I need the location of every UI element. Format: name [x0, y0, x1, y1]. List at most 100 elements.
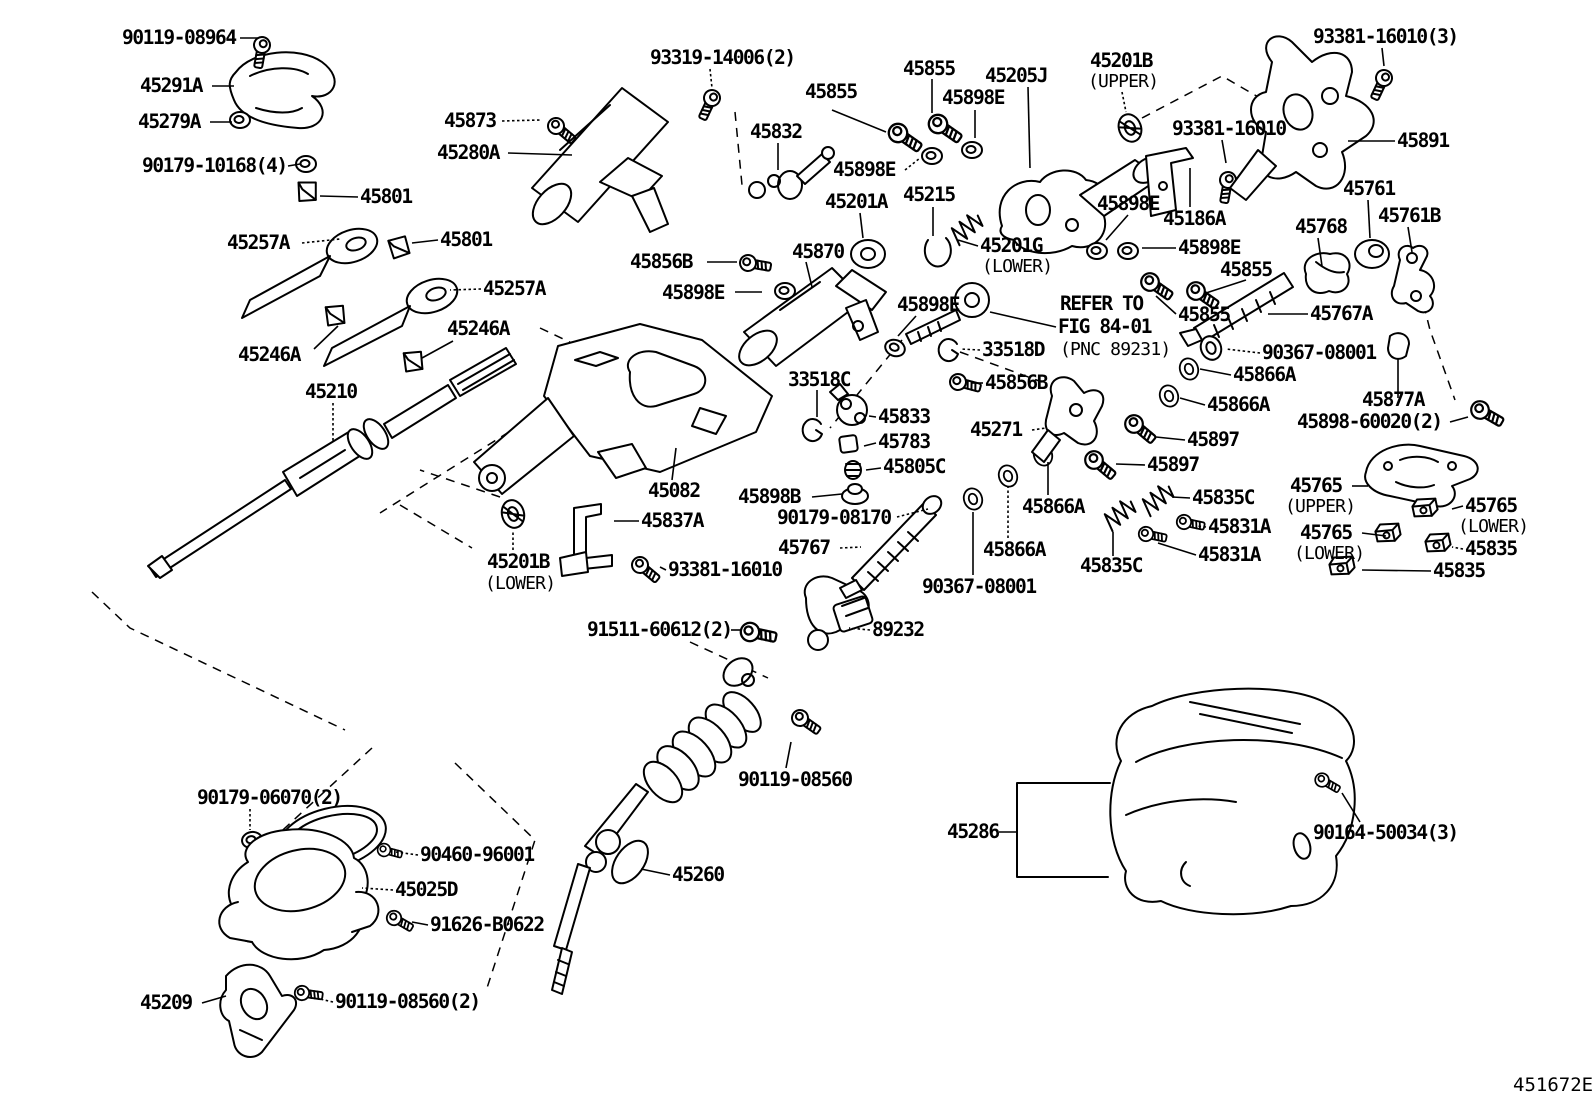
part-label-sub-UPPER: (UPPER) — [1088, 71, 1158, 92]
leader-line — [709, 68, 713, 89]
leader-line — [1157, 542, 1197, 556]
leader-line — [848, 627, 871, 631]
part-label-45246A: 45246A — [447, 317, 511, 340]
sketch-45898E-nut-f — [881, 336, 909, 360]
drawing-number-451672E: 451672E — [1513, 1074, 1592, 1096]
leader-line — [449, 288, 482, 291]
leader-line — [1317, 237, 1323, 267]
part-label-45898B: 45898B — [738, 485, 802, 508]
part-label-45279A: 45279A — [138, 110, 202, 133]
part-label-45898E: 45898E — [1178, 236, 1241, 259]
part-label-sub-LOWER: (LOWER) — [485, 573, 555, 594]
part-label-45873: 45873 — [444, 109, 496, 132]
leader-line — [959, 348, 981, 351]
leader-line — [1115, 463, 1146, 466]
part-label-45870: 45870 — [792, 240, 844, 263]
leader-line — [501, 119, 541, 122]
part-label-93319140062: 93319-14006(2) — [650, 46, 795, 69]
leader-line — [319, 998, 334, 1003]
sketch-33518C-clip — [801, 418, 823, 443]
sketch-91511-bolt — [737, 619, 779, 648]
part-label-45855: 45855 — [1178, 303, 1230, 326]
sketch-45291A-clamp — [228, 51, 336, 130]
part-label-45765: 45765 — [1300, 521, 1352, 544]
leader-line — [831, 109, 887, 133]
sketch-45280A-upper-tube — [531, 87, 669, 233]
sketch-45898B-grommet — [841, 483, 869, 505]
part-label-9011908964: 90119-08964 — [122, 26, 236, 49]
leader-line — [313, 325, 339, 350]
part-label-45205J: 45205J — [985, 64, 1047, 87]
part-label-91511606122: 91511-60612(2) — [587, 618, 732, 641]
part-label-9036708001: 90367-08001 — [922, 575, 1036, 598]
part-label-sub-LOWER: (LOWER) — [982, 256, 1052, 277]
sketch-33518D-clip — [937, 338, 959, 363]
sketch-45891-bracket — [1229, 35, 1375, 201]
sketch-93381-bolt-b — [627, 552, 664, 587]
leader-line — [1027, 86, 1031, 169]
part-label-45201G: 45201G — [980, 234, 1043, 257]
sketch-45209-yoke — [219, 963, 298, 1058]
part-label-45260: 45260 — [672, 863, 724, 886]
leader-line — [1361, 569, 1432, 572]
part-label-9338116010: 93381-16010 — [668, 558, 782, 581]
part-label-45835C: 45835C — [1080, 554, 1143, 577]
leader-line — [1361, 532, 1387, 537]
sketch-45082-jacket — [473, 323, 773, 495]
part-label-PNC89231: (PNC 89231) — [1060, 339, 1170, 360]
sketch-45805C-bush — [844, 460, 862, 480]
part-label-45877A: 45877A — [1362, 388, 1426, 411]
leader-line — [957, 239, 979, 247]
sketch-45286-column-cover — [1016, 687, 1356, 916]
part-label-45761: 45761 — [1343, 177, 1395, 200]
leader-line — [1155, 295, 1177, 315]
part-label-45805C: 45805C — [883, 455, 946, 478]
part-label-45866A: 45866A — [983, 538, 1047, 561]
part-label-45831A: 45831A — [1208, 515, 1272, 538]
part-label-45246A: 45246A — [238, 343, 302, 366]
leader-line — [1451, 546, 1464, 550]
sketch-45765-upper-clamp — [1364, 443, 1479, 508]
sketch-45833-joint — [829, 383, 868, 426]
part-label-90179060702: 90179-06070(2) — [197, 786, 342, 809]
sketch-90119-08560-2-bolt — [292, 983, 325, 1004]
leader-line — [1196, 525, 1207, 528]
leader-line — [839, 546, 862, 549]
leader-line — [1381, 47, 1385, 67]
part-label-45856B: 45856B — [630, 250, 694, 273]
part-label-45765: 45765 — [1465, 494, 1517, 517]
part-label-90179101684: 90179-10168(4) — [142, 154, 287, 177]
leader-line — [785, 741, 792, 769]
part-label-45866A: 45866A — [1207, 393, 1271, 416]
leader-line — [640, 868, 671, 876]
part-label-93381160103: 93381-16010(3) — [1313, 25, 1458, 48]
part-label-45210: 45210 — [305, 380, 357, 403]
sketch-45201B-upper-seal — [1113, 110, 1147, 146]
sketch-45761-damper — [1354, 239, 1390, 269]
leader-line — [1341, 792, 1361, 823]
leader-line — [659, 566, 667, 571]
part-label-45286: 45286 — [947, 820, 999, 843]
part-label-45767: 45767 — [778, 536, 830, 559]
label-layer: 90119-0896445291A45279A90179-10168(4)458… — [122, 25, 1592, 1096]
part-label-9011908560: 90119-08560 — [738, 768, 852, 791]
sketch-45215-snap-ring — [923, 237, 952, 268]
leader-line — [1205, 279, 1247, 294]
sketch-45768-cap — [1303, 252, 1351, 294]
part-label-45835C: 45835C — [1192, 486, 1255, 509]
part-label-45783: 45783 — [878, 430, 930, 453]
part-label-45898E: 45898E — [897, 293, 960, 316]
leader-line — [1031, 427, 1047, 431]
leader-line — [989, 311, 1057, 328]
part-label-9036708001: 90367-08001 — [1262, 341, 1376, 364]
part-label-45761B: 45761B — [1378, 204, 1442, 227]
part-label-45767A: 45767A — [1310, 302, 1374, 325]
sketch-45210-main-shaft — [147, 347, 517, 579]
part-label-45833: 45833 — [878, 405, 930, 428]
sketch-45201B-lower-seal — [497, 496, 529, 532]
part-label-45082: 45082 — [648, 479, 700, 502]
part-label-45271: 45271 — [970, 418, 1022, 441]
leader-line — [395, 851, 419, 856]
leader-line — [896, 508, 929, 518]
